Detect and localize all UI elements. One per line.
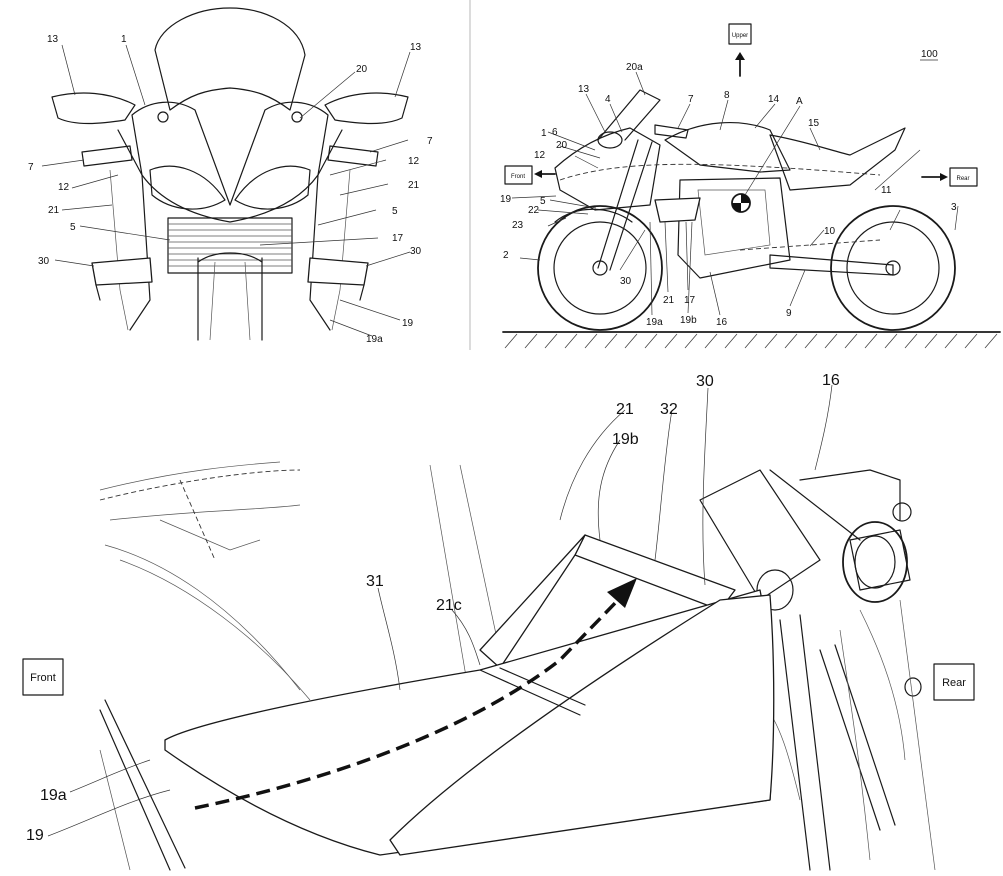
front-label-30-left: 30 — [38, 256, 50, 267]
front-label-5-right: 5 — [392, 206, 398, 217]
side-label-11: 11 — [881, 185, 892, 196]
side-label-19: 19 — [500, 194, 512, 205]
detail-label-31: 31 — [366, 573, 384, 590]
front-direction-box-small: Front — [511, 174, 525, 180]
side-label-5: 5 — [540, 196, 546, 207]
front-label-12-left: 12 — [58, 182, 70, 193]
side-label-8: 8 — [724, 90, 730, 101]
side-view-leader-lines — [511, 71, 959, 316]
side-label-21: 21 — [663, 295, 675, 306]
detail-label-21: 21 — [616, 401, 634, 418]
ground-hatching — [504, 333, 998, 349]
side-label-30: 30 — [620, 276, 632, 287]
front-label-21-left: 21 — [48, 205, 60, 216]
front-label-7-right: 7 — [427, 136, 433, 147]
detail-label-21c: 21c — [436, 597, 462, 614]
side-label-4: 4 — [605, 94, 611, 105]
side-label-16: 16 — [716, 317, 728, 328]
side-label-1: 1 — [541, 128, 547, 139]
side-title-number-100: 100 — [921, 49, 938, 60]
side-label-19b: 19b — [680, 315, 697, 326]
front-label-21-right: 21 — [408, 180, 420, 191]
front-label-1: 1 — [121, 34, 127, 45]
detail-label-19b: 19b — [612, 431, 639, 448]
front-label-19: 19 — [402, 318, 414, 329]
front-view-labels: 13 1 20 13 7 7 12 12 21 21 5 5 17 30 30 … — [28, 34, 433, 345]
front-label-5-left: 5 — [70, 222, 76, 233]
side-label-14: 14 — [768, 94, 780, 105]
side-label-A: A — [796, 96, 803, 107]
side-label-12: 12 — [534, 150, 546, 161]
detail-label-30: 30 — [696, 373, 714, 390]
detail-view-labels: 30 16 21 19b 32 31 21c 19a 19 — [26, 372, 840, 844]
side-label-3: 3 — [951, 202, 957, 213]
front-label-20: 20 — [356, 64, 368, 75]
detail-label-19: 19 — [26, 827, 44, 844]
front-label-13-left: 13 — [47, 34, 59, 45]
side-label-9: 9 — [786, 308, 792, 319]
detail-view-direction-boxes: Front Rear — [22, 658, 975, 701]
side-label-6: 6 — [552, 127, 558, 138]
side-label-20a: 20a — [626, 62, 643, 73]
front-view-drawing — [51, 7, 409, 341]
side-label-19a: 19a — [646, 317, 663, 328]
side-label-13: 13 — [578, 84, 590, 95]
radiator-fins — [168, 223, 292, 267]
side-view-drawing — [502, 52, 1001, 349]
detail-label-19a: 19a — [40, 787, 67, 804]
side-view-direction-boxes: Upper Front Rear — [504, 23, 978, 187]
side-label-10: 10 — [824, 226, 836, 237]
front-direction-box-large: Front — [30, 672, 56, 684]
front-label-17: 17 — [392, 233, 404, 244]
front-label-13-right: 13 — [410, 42, 422, 53]
side-label-23: 23 — [512, 220, 524, 231]
side-label-22: 22 — [528, 205, 540, 216]
detail-label-32: 32 — [660, 401, 678, 418]
detail-view-drawing — [99, 461, 936, 871]
upper-direction-box: Upper — [732, 33, 748, 39]
front-label-12-right: 12 — [408, 156, 420, 167]
side-label-15: 15 — [808, 118, 820, 129]
side-label-17: 17 — [684, 295, 696, 306]
front-label-30-right: 30 — [410, 246, 422, 257]
rear-direction-box-small: Rear — [956, 176, 969, 182]
detail-view-leader-lines — [47, 384, 833, 837]
rear-direction-box-large: Rear — [942, 677, 966, 689]
front-label-19a: 19a — [366, 334, 383, 345]
side-label-7: 7 — [688, 94, 694, 105]
side-label-20: 20 — [556, 140, 568, 151]
detail-label-16: 16 — [822, 372, 840, 389]
side-label-2: 2 — [503, 250, 509, 261]
front-label-7-left: 7 — [28, 162, 34, 173]
side-view-labels: 100 20a 13 4 7 8 14 A 15 1 6 20 12 19 5 … — [500, 49, 957, 328]
front-view-leader-lines — [41, 44, 411, 337]
